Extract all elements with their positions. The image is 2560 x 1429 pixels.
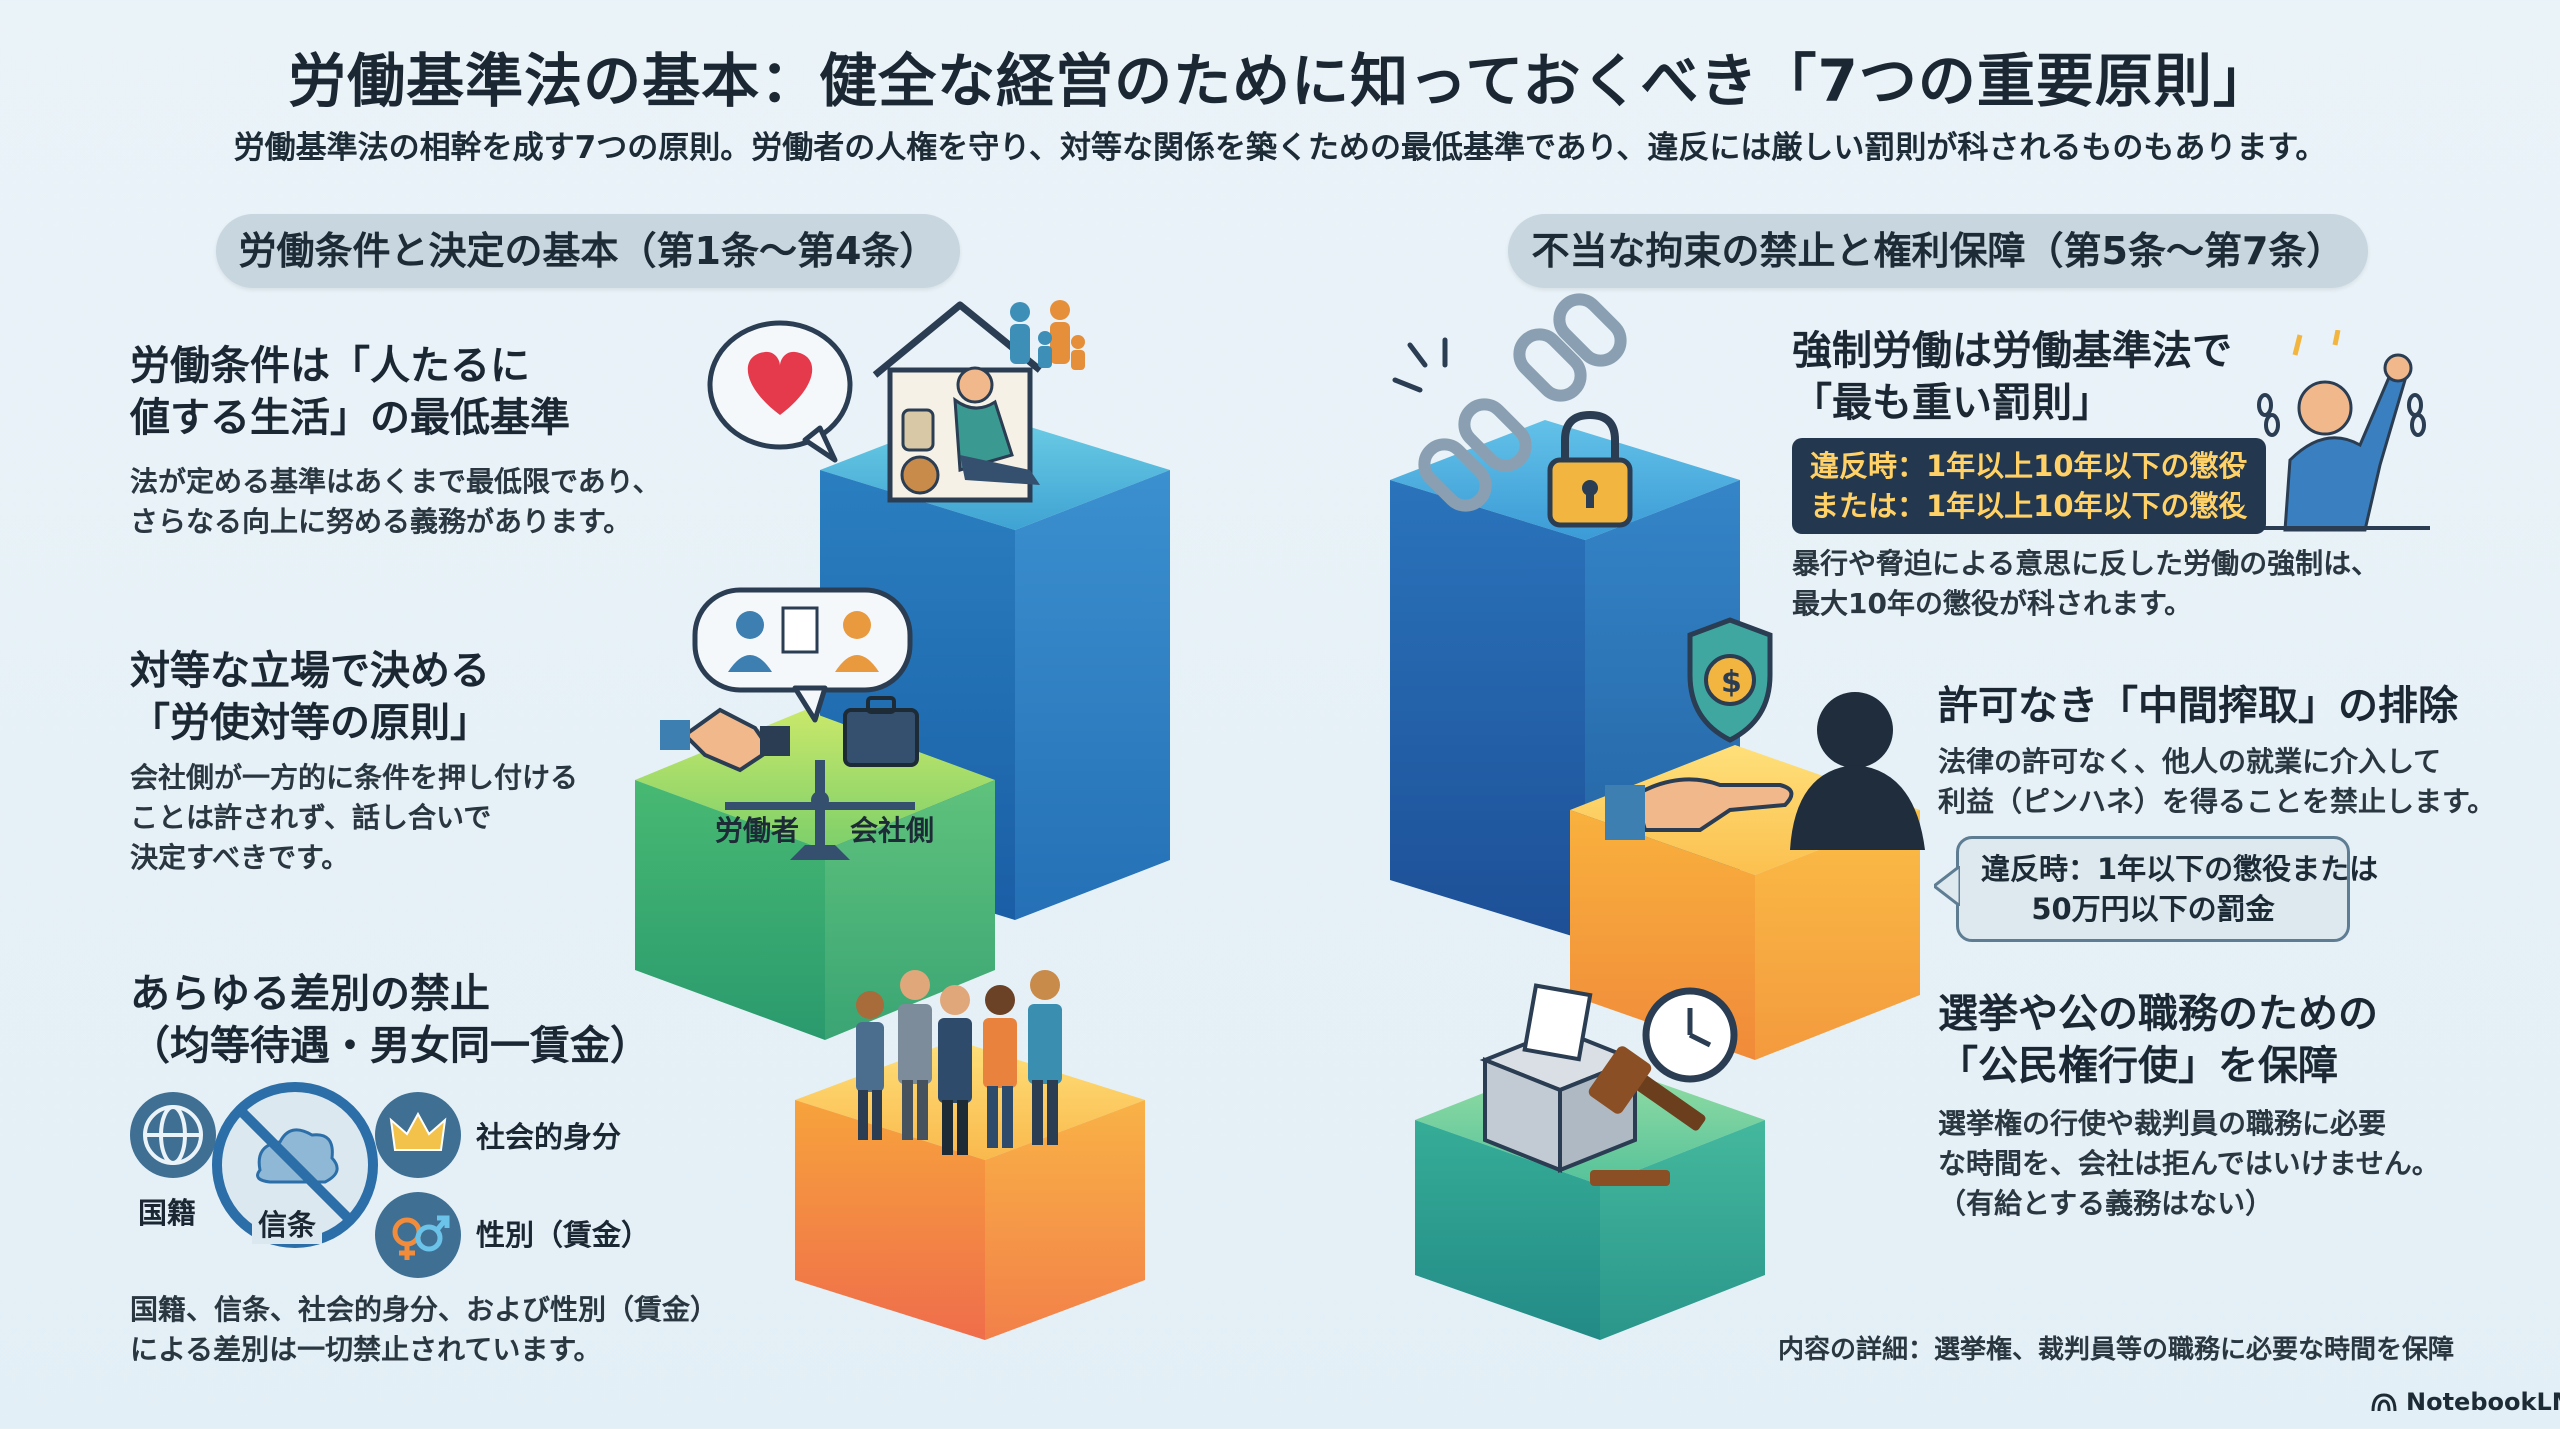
shield-coin-icon: $ — [1687, 617, 1773, 743]
notebooklm-logo-icon — [2371, 1393, 2397, 1412]
item6-heading: 許可なき「中間搾取」の排除 — [1938, 683, 2458, 729]
gavel-icon — [1588, 1046, 1706, 1186]
branding-label: NotebookLM — [2406, 1388, 2560, 1416]
heart-icon — [707, 320, 853, 463]
svg-text:$: $ — [1721, 665, 1742, 700]
label-gender: 性別（賃金） — [476, 1218, 651, 1252]
item2-heading: 対等な立場で決める 「労使対等の原則」 — [130, 648, 490, 746]
label-social-status: 社会的身分 — [476, 1120, 622, 1154]
page-subtitle: 労働基準法の相幹を成す7つの原則。労働者の人権を守り、対等な関係を築くための最低… — [233, 130, 2327, 166]
item3-body: 国籍、信条、社会的身分、および性別（賃金） による差別は一切禁止されています。 — [130, 1293, 719, 1366]
left-block-illustration: 労働者 会社側 — [635, 300, 1170, 1340]
item3-heading: あらゆる差別の禁止 （均等待遇・男女同一賃金） — [130, 971, 650, 1069]
label-nationality: 国籍 — [138, 1196, 197, 1230]
item5-body: 暴行や脅迫による意思に反した労働の強制は、 最大10年の懲役が科されます。 — [1792, 547, 2380, 620]
family-icon — [1010, 300, 1085, 370]
item7-body: 選挙権の行使や裁判員の職務に必要 な時間を、会社は拒んではいけません。 （有給と… — [1938, 1107, 2440, 1220]
left-section-title: 労働条件と決定の基本（第1条〜第4条） — [216, 214, 960, 288]
raised-fist-icon — [2250, 330, 2430, 532]
item6-body: 法律の許可なく、他人の就業に介入して 利益（ピンハネ）を得ることを禁止します。 — [1938, 745, 2496, 818]
item2-body: 会社側が一方的に条件を押し付ける ことは許されず、話し合いで 決定すべきです。 — [130, 761, 579, 874]
item6-penalty-box: 違反時：1年以下の懲役または 50万円以下の罰金 — [1956, 836, 2378, 942]
crown-icon — [375, 1092, 461, 1178]
crossed-cloud-icon — [212, 1082, 378, 1248]
speech-bubble-icon — [692, 587, 913, 723]
item7-heading: 選挙や公の職務のための 「公民権行使」を保障 — [1938, 991, 2378, 1089]
house-icon — [872, 301, 1043, 503]
item5-penalty-box: 違反時：1年以上10年以下の懲役 または：1年以上10年以下の懲役 — [1792, 438, 2266, 534]
right-block-illustration: $ — [1390, 293, 1925, 1340]
globe-icon — [130, 1092, 216, 1178]
page-title: 労働基準法の基本：健全な経営のために知っておくべき「7つの重要原則」 — [288, 47, 2272, 115]
padlock-icon — [1547, 410, 1633, 528]
discrimination-icons: 国籍 信条 社会的身分 性別（賃金） — [128, 1082, 728, 1290]
penalty-pointer-2 — [1934, 866, 1960, 906]
scale-icon — [725, 760, 915, 860]
group-people-icon — [856, 970, 1062, 1155]
item5-heading: 強制労働は労働基準法で 「最も重い罰則」 — [1792, 328, 2232, 426]
handshake-icon — [660, 707, 790, 773]
broken-chain-icon — [1392, 293, 1627, 512]
scale-label-company: 会社側 — [850, 814, 934, 847]
gender-icon — [375, 1192, 461, 1278]
branding: NotebookLM — [2370, 1388, 2560, 1416]
item1-body: 法が定める基準はあくまで最低限であり、 さらなる向上に努める義務があります。 — [130, 465, 661, 538]
item1-heading: 労働条件は「人たるに 値する生活」の最低基準 — [130, 343, 570, 441]
clock-icon — [1642, 987, 1738, 1083]
item7-detail: 内容の詳細：選挙権、裁判員等の職務に必要な時間を保障 — [1778, 1335, 2455, 1365]
penalty-pointer — [2240, 468, 2266, 508]
hand-icon — [1605, 777, 1794, 840]
silhouette-icon — [1790, 692, 1925, 850]
label-creed: 信条 — [252, 1202, 323, 1244]
scale-label-worker: 労働者 — [715, 814, 799, 847]
briefcase-icon — [843, 696, 919, 767]
ballot-box-icon — [1479, 983, 1641, 1173]
right-section-title: 不当な拘束の禁止と権利保障（第5条〜第7条） — [1508, 214, 2368, 288]
